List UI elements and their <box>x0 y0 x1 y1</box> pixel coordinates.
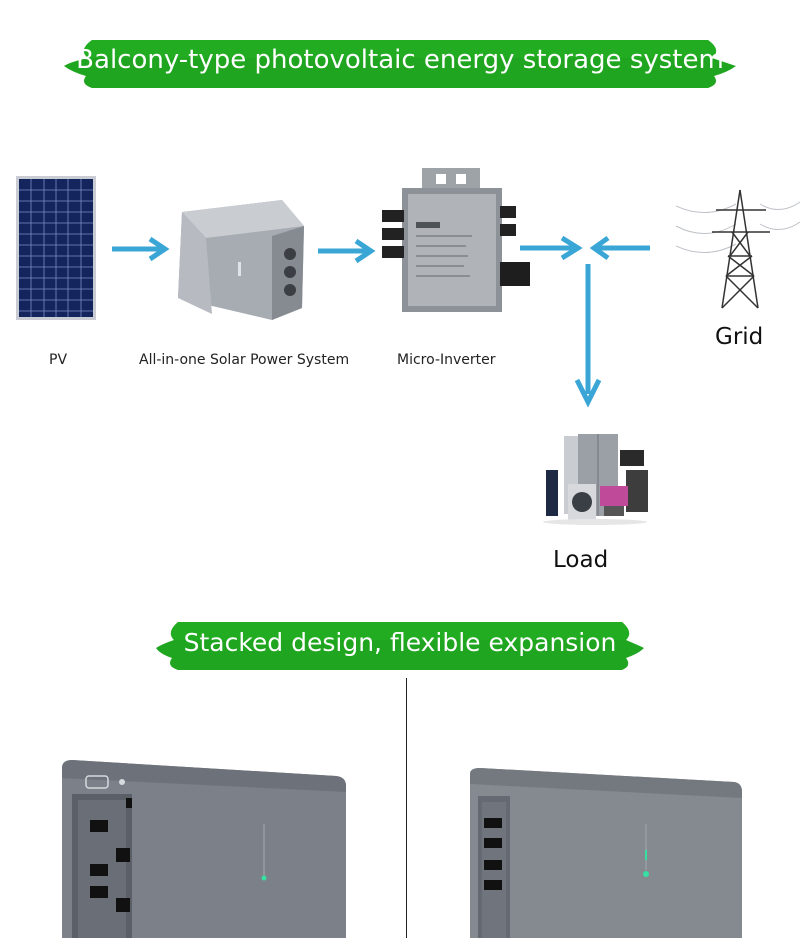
micro-inverter-icon <box>376 166 536 316</box>
solar-panel-icon <box>16 176 96 320</box>
banner-ribbon-shape <box>64 40 736 88</box>
middle-title-text: Stacked design, flexible expansion <box>183 628 617 657</box>
top-title-banner: Balcony-type photovoltaic energy storage… <box>0 36 800 92</box>
inverter-label: Micro-Inverter <box>397 352 496 368</box>
aio-label: All-in-one Solar Power System <box>139 352 350 368</box>
vertical-divider <box>406 678 407 938</box>
appliances-icon <box>540 430 650 526</box>
arrow-icon <box>589 235 650 261</box>
top-title-text: Balcony-type photovoltaic energy storage… <box>76 45 724 75</box>
load-label: Load <box>553 547 609 573</box>
battery-box-icon <box>172 196 312 322</box>
battery-unit-left <box>62 758 346 938</box>
arrow-icon <box>112 236 170 262</box>
transmission-tower-icon <box>675 186 800 310</box>
arrow-icon <box>574 264 602 408</box>
grid-label: Grid <box>715 324 764 350</box>
arrow-icon <box>520 235 583 261</box>
banner-ribbon-shape <box>156 622 644 670</box>
arrow-icon <box>318 238 376 264</box>
pv-label: PV <box>49 352 68 368</box>
middle-title-banner: Stacked design, flexible expansion <box>0 618 800 674</box>
battery-unit-right <box>470 766 742 938</box>
